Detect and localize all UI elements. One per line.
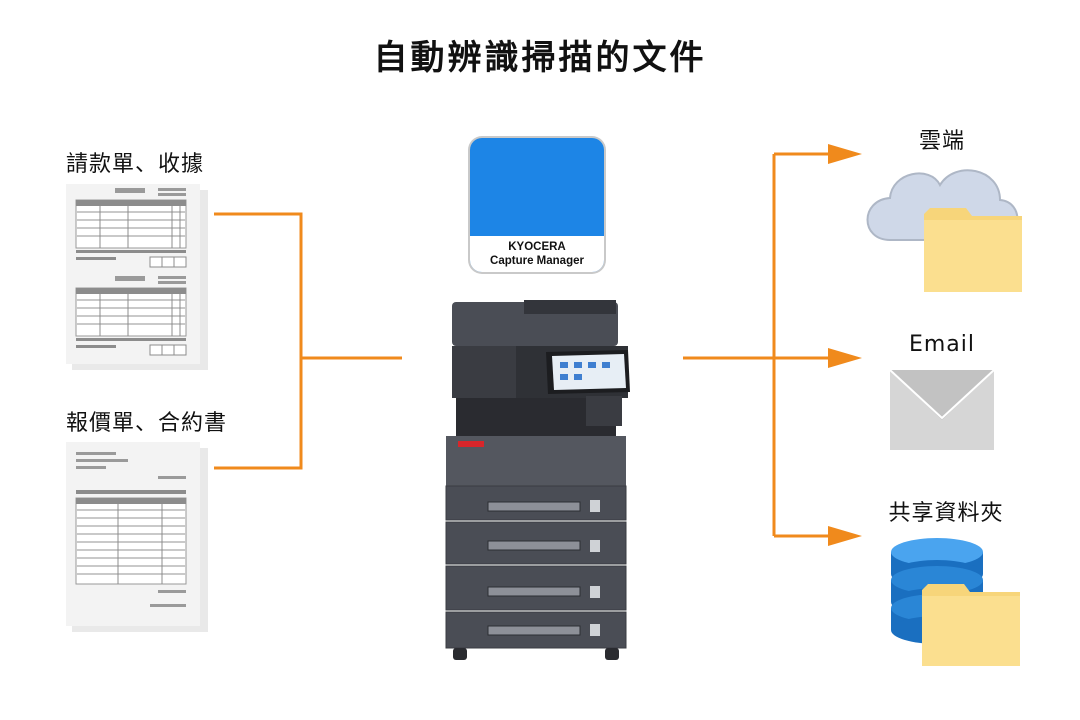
cloud-folder-icon <box>866 169 1022 292</box>
quotation-contract-label: 報價單、合約書 <box>66 411 228 436</box>
page-title: 自動辨識掃描的文件 <box>373 38 707 78</box>
badge-brand: KYOCERA <box>508 241 566 253</box>
capture-manager-badge: KYOCERA Capture Manager <box>470 138 604 272</box>
multifunction-printer <box>445 300 630 660</box>
arrow-to-shared-folder <box>828 526 862 546</box>
cloud-label: 雲端 <box>918 129 965 154</box>
database-folder-icon <box>891 538 1020 666</box>
badge-product: Capture Manager <box>490 255 584 267</box>
arrow-to-cloud <box>828 144 862 164</box>
invoice-document-icon <box>66 184 208 370</box>
input-connector-line <box>214 212 303 470</box>
arrow-to-email <box>828 348 862 368</box>
invoice-receipt-label: 請款單、收據 <box>66 152 205 177</box>
quotation-document-icon <box>66 442 208 632</box>
envelope-icon <box>889 369 995 450</box>
shared-folder-label: 共享資料夾 <box>888 501 1004 526</box>
email-label: Email <box>908 332 976 357</box>
